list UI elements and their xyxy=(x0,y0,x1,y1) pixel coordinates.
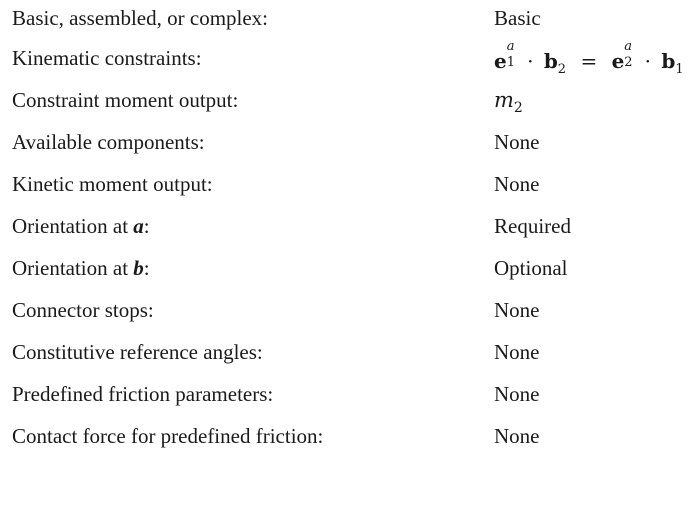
subscript: 1 xyxy=(675,62,684,77)
property-value: Basic xyxy=(494,6,541,30)
property-label: Orientation at a: xyxy=(12,216,150,237)
label-suffix: : xyxy=(143,256,150,280)
property-row: Constraint moment output: m2 xyxy=(12,82,696,124)
property-label: Constraint moment output: xyxy=(12,88,239,112)
property-row: Kinetic moment output: None xyxy=(12,166,696,208)
equals-sign: = xyxy=(580,49,598,73)
label-prefix: Orientation at xyxy=(12,256,134,280)
property-value: None xyxy=(494,130,540,154)
property-label: Basic, assembled, or complex: xyxy=(12,6,269,30)
property-row: Constitutive reference angles: None xyxy=(12,334,696,376)
label-prefix: Orientation at xyxy=(12,214,134,238)
property-row: Available components: None xyxy=(12,124,696,166)
connector-properties-table: Basic, assembled, or complex: Basic Kine… xyxy=(12,0,696,460)
subscript: 2 xyxy=(557,62,567,77)
node-variable: a xyxy=(133,214,144,238)
node-variable: b xyxy=(133,256,144,280)
property-label: Kinetic moment output: xyxy=(12,172,213,196)
property-value: None xyxy=(494,298,540,322)
vector-symbol: b xyxy=(543,49,558,73)
property-row: Orientation at b: Optional xyxy=(12,250,696,292)
label-suffix: : xyxy=(143,214,150,238)
superscript: a xyxy=(624,39,633,54)
property-label: Kinematic constraints: xyxy=(12,46,202,70)
property-row: Connector stops: None xyxy=(12,292,696,334)
vector-symbol: e xyxy=(611,49,625,73)
dot-operator: · xyxy=(527,49,534,73)
variable-base: m xyxy=(494,88,514,112)
property-row: Basic, assembled, or complex: Basic xyxy=(12,0,696,40)
property-label: Available components: xyxy=(12,130,205,154)
property-value: None xyxy=(494,382,540,406)
variable-subscript: 2 xyxy=(513,100,523,117)
dot-operator: · xyxy=(644,49,652,73)
property-value: None xyxy=(494,340,540,364)
vector-symbol: e xyxy=(494,49,507,73)
property-value: Required xyxy=(494,214,571,238)
property-label: Constitutive reference angles: xyxy=(12,340,263,364)
property-value: Optional xyxy=(494,256,568,280)
superscript: a xyxy=(506,39,515,54)
property-row: Predefined friction parameters: None xyxy=(12,376,696,418)
vector-symbol: b xyxy=(661,49,676,73)
property-label: Connector stops: xyxy=(12,298,154,322)
property-row: Orientation at a: Required xyxy=(12,208,696,250)
subscript: 2 xyxy=(624,55,633,70)
property-label: Contact force for predefined friction: xyxy=(12,424,324,448)
subscript: 1 xyxy=(506,55,516,70)
moment-variable: m2 xyxy=(494,88,523,117)
property-row: Contact force for predefined friction: N… xyxy=(12,418,696,460)
property-label: Orientation at b: xyxy=(12,258,150,279)
property-label: Predefined friction parameters: xyxy=(12,382,274,406)
property-value: None xyxy=(494,172,540,196)
property-value: None xyxy=(494,424,540,448)
